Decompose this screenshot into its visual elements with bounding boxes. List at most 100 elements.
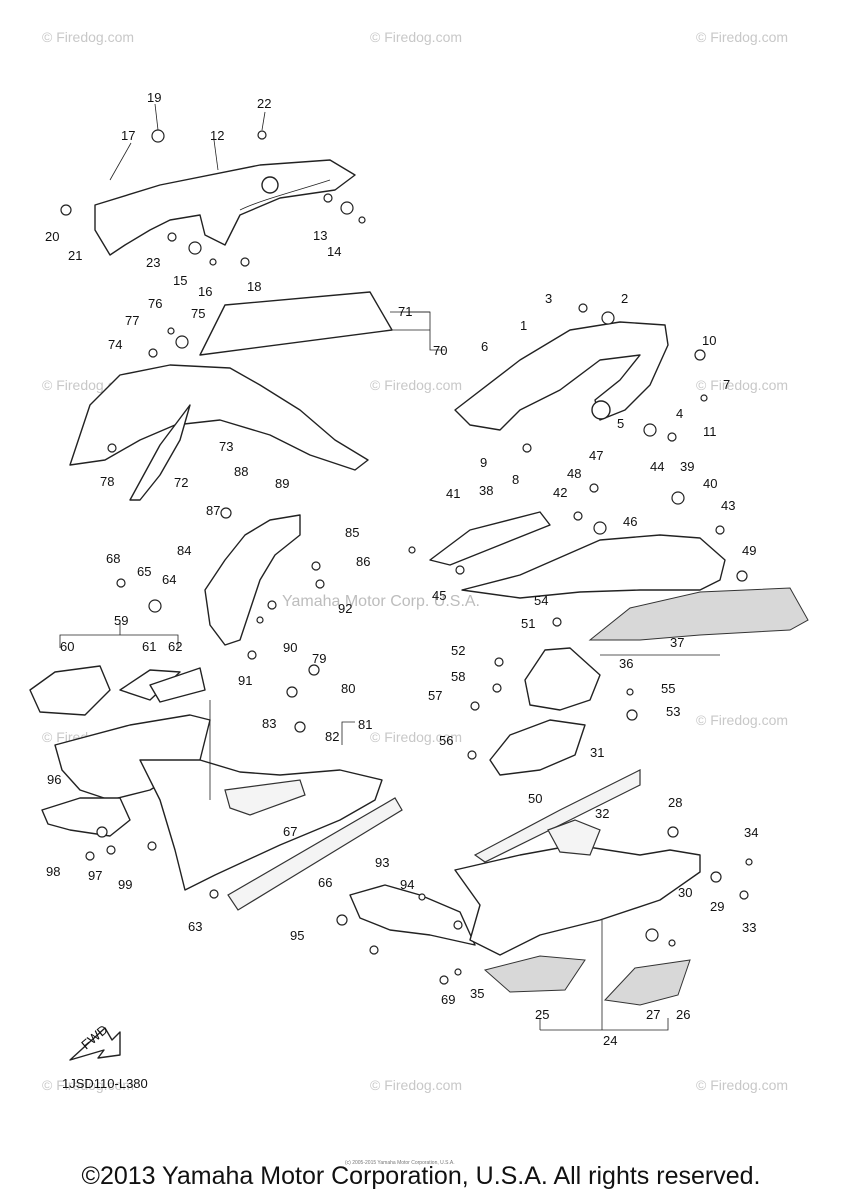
callout-label: 54 [534,593,548,608]
callout-label: 33 [742,920,756,935]
callout-label: 69 [441,992,455,1007]
callout-label: 51 [521,616,535,631]
watermark-yamaha: Yamaha Motor Corp. U.S.A. [282,593,480,610]
callout-label: 56 [439,733,453,748]
callout-label: 45 [432,588,446,603]
callout-label: 28 [668,795,682,810]
callout-label: 43 [721,498,735,513]
under-cover-left [41,797,131,837]
callout-label: 58 [451,669,465,684]
watermark-firedog: © Firedog.com [42,1077,134,1093]
callout-label: 74 [108,337,122,352]
callout-label: 38 [479,483,493,498]
callout-labels: 1 2 3 4 5 6 7 8 9 10 11 12 13 14 15 16 1… [45,90,758,1048]
callout-label: 7 [723,377,730,392]
watermark-firedog: © Firedog.com [370,377,462,393]
callout-label: 73 [219,439,233,454]
callout-label: 71 [398,304,412,319]
callout-label: 89 [275,476,289,491]
callout-label: 52 [451,643,465,658]
fasteners [60,129,753,985]
callout-label: 37 [670,635,684,650]
side-panel-left [29,665,211,801]
watermark-firedog: © Firedog.com [370,1077,462,1093]
callout-label: 82 [325,729,339,744]
callout-label: 2 [621,291,628,306]
callout-label: 97 [88,868,102,883]
callout-label: 96 [47,772,61,787]
callout-label: 11 [703,424,717,439]
fwd-arrow-icon: FWD [69,1022,121,1061]
callout-label: 87 [206,503,220,518]
callout-label: 93 [375,855,389,870]
callout-label: 64 [162,572,176,587]
callout-label: 62 [168,639,182,654]
callout-label: 5 [617,416,624,431]
callout-label: 40 [703,476,717,491]
callout-label: 34 [744,825,758,840]
callout-label: 49 [742,543,756,558]
watermark-firedog: © Firedog.com [42,29,134,45]
callout-label: 98 [46,864,60,879]
watermark-firedog: © Firedog.com [696,377,788,393]
callout-label: 57 [428,688,442,703]
callout-label: 91 [238,673,252,688]
callout-label: 39 [680,459,694,474]
callout-label: 68 [106,551,120,566]
callout-label: 76 [148,296,162,311]
callout-label: 13 [313,228,327,243]
callout-label: 65 [137,564,151,579]
callout-label: 92 [338,601,352,616]
callout-label: 1 [520,318,527,333]
callout-label: 77 [125,313,139,328]
callout-label: 88 [234,464,248,479]
callout-label: 67 [283,824,297,839]
callout-label: 59 [114,613,128,628]
small-copyright: (c) 2005-2015 Yamaha Motor Corporation, … [345,1160,455,1166]
watermark-firedog: © Firedog.com [696,29,788,45]
callout-label: 32 [595,806,609,821]
callout-label: 15 [173,273,187,288]
callout-label: 53 [666,704,680,719]
leader-lines [59,103,720,1031]
callout-label: 99 [118,877,132,892]
callout-label: 46 [623,514,637,529]
callout-label: 55 [661,681,675,696]
callout-label: 60 [60,639,74,654]
watermark-firedog: © Firedog.com [696,1077,788,1093]
callout-label: 61 [142,639,156,654]
callout-label: 30 [678,885,692,900]
callout-label: 14 [327,244,341,259]
callout-label: 83 [262,716,276,731]
callout-label: 6 [481,339,488,354]
callout-label: 75 [191,306,205,321]
callout-label: 41 [446,486,460,501]
watermark-firedog: © Firedog.com [370,729,462,745]
air-duct [489,647,601,776]
callout-label: 95 [290,928,304,943]
callout-label: 70 [433,343,447,358]
watermark-firedog: © Firedog.com [696,712,788,728]
footer-copyright: ©2013 Yamaha Motor Corporation, U.S.A. A… [81,1162,761,1190]
callout-label: 3 [545,291,552,306]
callout-label: 19 [147,90,161,105]
callout-label: 94 [400,877,414,892]
callout-label: 10 [702,333,716,348]
callout-label: 48 [567,466,581,481]
watermark-firedog: © Firedog.com [370,29,462,45]
callout-label: 80 [341,681,355,696]
callout-label: 29 [710,899,724,914]
callout-label: 25 [535,1007,549,1022]
upper-cowling [69,291,393,501]
callout-label: 21 [68,248,82,263]
callout-label: 85 [345,525,359,540]
callout-label: 47 [589,448,603,463]
callout-label: 12 [210,128,224,143]
callout-label: 24 [603,1033,617,1048]
callout-label: 16 [198,284,212,299]
callout-label: 22 [257,96,271,111]
callout-label: 9 [480,455,487,470]
callout-label: 44 [650,459,664,474]
